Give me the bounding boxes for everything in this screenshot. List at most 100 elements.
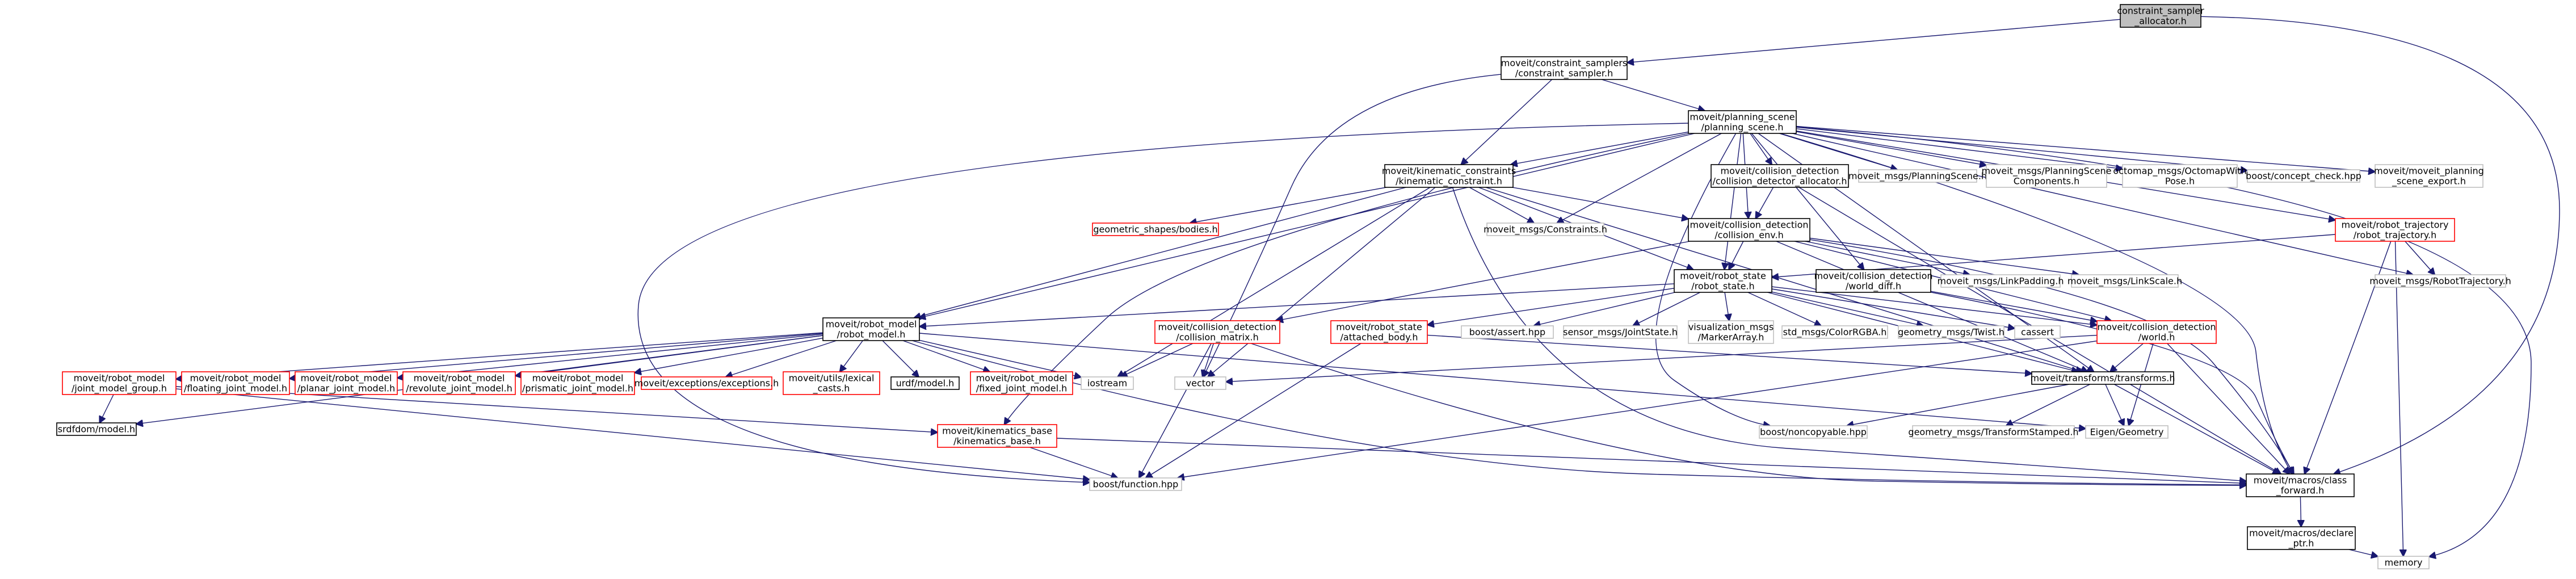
node-box	[2375, 274, 2506, 288]
node-root[interactable]: constraint_sampler_allocator.h	[2117, 4, 2204, 28]
node-prismatic[interactable]: moveit/robot_model/prismatic_joint_model…	[520, 371, 635, 395]
node-label: /robot_trajectory.h	[2354, 230, 2436, 241]
node-label: moveit_msgs/PlanningScene	[1982, 166, 2112, 177]
node-label: /collision_env.h	[1714, 230, 1783, 241]
node-box	[1781, 325, 1888, 339]
edge-cmatrix-to-iostream	[1121, 343, 1194, 377]
node-label: moveit_msgs/Constraints.h	[1484, 224, 1607, 236]
node-planar[interactable]: moveit/robot_model/planar_joint_model.h	[295, 371, 398, 395]
node-label: cassert	[2021, 327, 2054, 338]
node-label: moveit/moveit_planning	[2374, 166, 2484, 177]
node-label: /MarkerArray.h	[1698, 332, 1764, 343]
node-box	[2031, 371, 2174, 385]
node-geo[interactable]: geometric_shapes/bodies.h	[1092, 223, 1219, 236]
edge-world-to-vector	[1226, 334, 2098, 382]
node-world[interactable]: moveit/collision_detection/world.h	[2096, 320, 2217, 344]
node-transforms[interactable]: moveit/transforms/transforms.h	[2031, 371, 2175, 385]
node-jmg[interactable]: moveit/robot_model/joint_model_group.h	[62, 371, 177, 395]
edge-rs-to-rm	[919, 283, 1675, 326]
dependency-edges	[99, 16, 2560, 557]
node-box	[1688, 320, 1774, 344]
node-label: geometric_shapes/bodies.h	[1093, 224, 1217, 236]
edge-rt-to-classfwd	[2305, 241, 2392, 474]
node-rm[interactable]: moveit/robot_model/robot_model.h	[822, 317, 920, 341]
node-fixed[interactable]: moveit/robot_model/fixed_joint_model.h	[970, 371, 1073, 395]
node-noncopy: boost/noncopyable.hpp	[1759, 425, 1868, 439]
node-label: moveit_msgs/RobotTrajectory.h	[2369, 276, 2511, 287]
node-urdf[interactable]: urdf/model.h	[890, 376, 960, 390]
node-box	[2247, 526, 2356, 550]
node-box	[1711, 164, 1849, 188]
node-revolute[interactable]: moveit/robot_model/revolute_joint_model.…	[402, 371, 516, 395]
node-label: /joint_model_group.h	[72, 383, 167, 395]
node-twist: geometry_msgs/Twist.h	[1898, 325, 2005, 339]
node-box	[822, 317, 920, 341]
node-label: std_msgs/ColorRGBA.h	[1783, 327, 1887, 338]
node-box	[2377, 556, 2430, 569]
edge-cmatrix-to-classfwd	[1250, 343, 2246, 485]
node-exceptions[interactable]: moveit/exceptions/exceptions.h	[634, 376, 779, 390]
node-rt[interactable]: moveit/robot_trajectory/robot_trajectory…	[2335, 218, 2455, 242]
node-cdalloc[interactable]: moveit/collision_detection/collision_det…	[1711, 164, 1849, 188]
node-label: moveit/robot_model	[74, 373, 165, 384]
node-cmatrix[interactable]: moveit/collision_detection/collision_mat…	[1154, 320, 1280, 344]
node-label: Eigen/Geometry	[2090, 427, 2164, 438]
node-label: constraint_sampler	[2117, 6, 2204, 17]
node-box	[1174, 376, 1226, 390]
edge-rs-to-twist	[1771, 291, 1923, 326]
edge-jmg-to-srdf	[99, 394, 114, 423]
edge-ps-to-kc	[1511, 131, 1689, 165]
edge-wdiff-to-world	[1930, 291, 2097, 321]
node-floating[interactable]: moveit/robot_model/floating_joint_model.…	[181, 371, 290, 395]
edge-rm-to-iostream	[919, 339, 1081, 377]
node-box	[402, 371, 516, 395]
node-label: _forward.h	[2276, 485, 2325, 497]
edge-transforms-to-classfwd	[2113, 384, 2279, 474]
node-label: moveit/collision_detection	[1690, 220, 1809, 231]
node-box	[1912, 425, 2075, 439]
edge-ps-to-bfunc	[637, 123, 1689, 482]
node-lexical[interactable]: moveit/utils/lexical_casts.h	[783, 371, 880, 395]
node-box	[1384, 164, 1514, 188]
node-box	[2071, 274, 2179, 288]
node-kc[interactable]: moveit/kinematic_constraints/kinematic_c…	[1382, 164, 1516, 188]
edge-cmatrix-to-vector	[1203, 343, 1214, 377]
edge-rs-to-rgba	[1747, 292, 1821, 326]
node-wdiff[interactable]: moveit/collision_detection/world_diff.h	[1814, 269, 1933, 293]
node-label: moveit/transforms/transforms.h	[2031, 373, 2175, 384]
edge-cenv-to-linkpad	[1805, 241, 1970, 275]
edge-cenv-to-cmatrix	[1276, 241, 1691, 321]
node-memory: memory	[2377, 556, 2430, 569]
node-linkscale: moveit_msgs/LinkScale.h	[2067, 274, 2182, 288]
node-label: /kinematic_constraint.h	[1396, 176, 1502, 187]
node-label: moveit/robot_state	[1336, 322, 1422, 333]
node-label: moveit/collision_detection	[1721, 166, 1839, 177]
edge-kc-to-iostream	[1117, 187, 1431, 377]
edge-cenv-to-rs	[1729, 241, 1744, 270]
node-label: srdfdom/model.h	[58, 424, 135, 435]
edge-classfwd-to-declptr	[2300, 496, 2301, 527]
node-box	[1081, 376, 1134, 390]
node-label: boost/concept_check.hpp	[2246, 171, 2361, 182]
edge-ps-to-rm	[919, 133, 1695, 318]
edge-jmg-to-bfunc	[175, 388, 1090, 480]
node-ps[interactable]: moveit/planning_scene/planning_scene.h	[1688, 110, 1797, 134]
edge-declptr-to-memory	[2348, 549, 2378, 556]
edge-rs-to-attbody	[1427, 288, 1675, 325]
edge-ps-to-robtraj	[1792, 133, 2413, 275]
node-declptr[interactable]: moveit/macros/declare_ptr.h	[2247, 526, 2356, 550]
node-label: moveit/collision_detection	[1158, 322, 1277, 333]
node-label: moveit/kinematic_constraints	[1382, 166, 1516, 177]
node-srdf[interactable]: srdfdom/model.h	[56, 422, 137, 436]
node-kbase[interactable]: moveit/kinematics_base/kinematics_base.h	[937, 424, 1057, 448]
node-rs[interactable]: moveit/robot_state/robot_state.h	[1674, 269, 1772, 293]
edge-transforms-to-eigen	[2105, 384, 2124, 426]
node-classfwd[interactable]: moveit/macros/class_forward.h	[2246, 473, 2355, 497]
node-label: moveit/exceptions/exceptions.h	[634, 378, 779, 389]
edge-rt-to-robtraj	[2405, 241, 2435, 275]
node-attbody[interactable]: moveit/robot_state/attached_body.h	[1330, 320, 1428, 344]
node-cs[interactable]: moveit/constraint_samplers/constraint_sa…	[1501, 56, 1628, 80]
node-cenv[interactable]: moveit/collision_detection/collision_env…	[1688, 218, 1810, 242]
node-label: moveit/macros/declare	[2249, 528, 2354, 539]
